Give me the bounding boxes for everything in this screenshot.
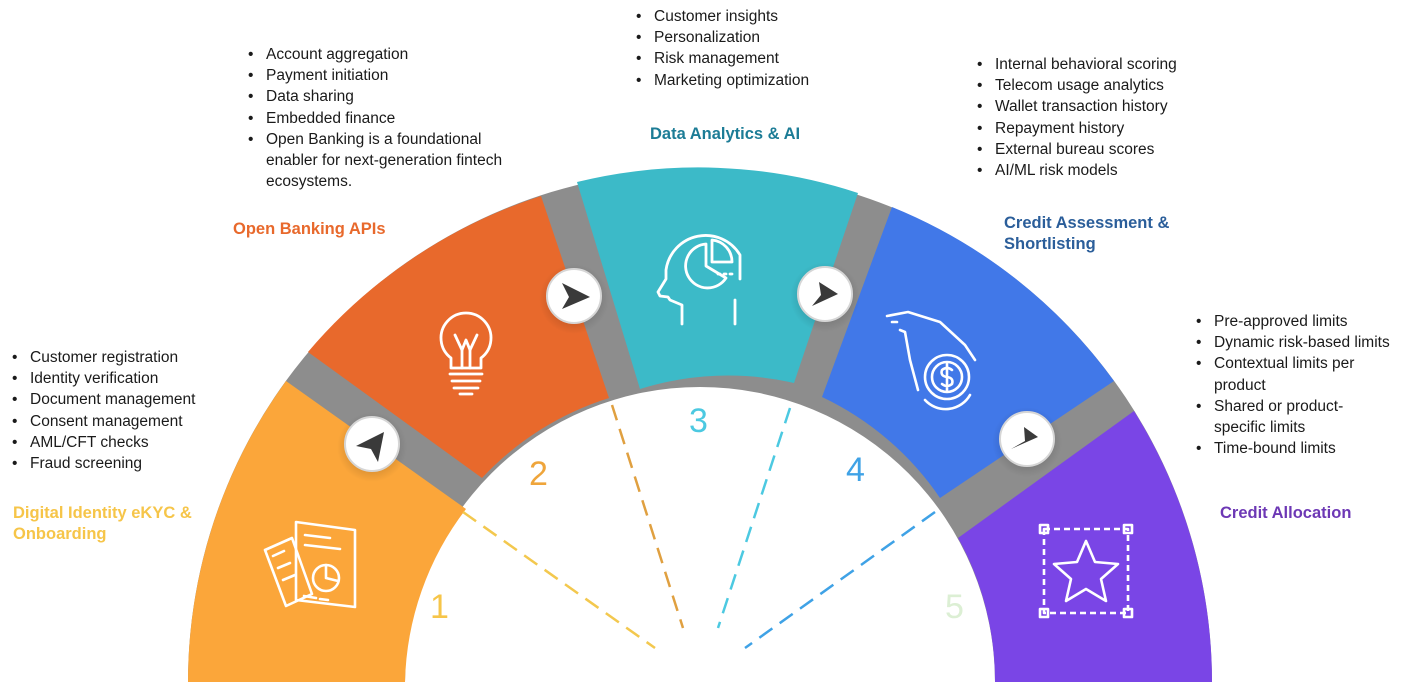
stage-1-title: Digital Identity eKYC & Onboarding [13, 504, 192, 543]
stage-2-title: Open Banking APIs [233, 220, 386, 238]
list-item: Identity verification [10, 368, 240, 389]
list-item: Time-bound limits [1194, 438, 1394, 459]
list-item: Telecom usage analytics [975, 75, 1225, 96]
stage-3-number: 3 [689, 402, 708, 440]
segment-3 [577, 167, 858, 389]
documents-chart-icon [263, 520, 357, 609]
connector-4-5 [992, 407, 1062, 477]
list-item: Shared or product-specific limits [1194, 396, 1394, 438]
list-item: Pre-approved limits [1194, 311, 1394, 332]
lightbulb-icon [439, 311, 493, 396]
stage-3-title: Data Analytics & AI [650, 125, 801, 143]
list-item: Repayment history [975, 118, 1225, 139]
list-item: AML/CFT checks [10, 432, 240, 453]
stage-4-items: Internal behavioral scoring Telecom usag… [975, 54, 1225, 181]
stage-4-title: Credit Assessment & Shortlisting [1004, 214, 1170, 253]
list-item: Open Banking is a foundational enabler f… [246, 129, 516, 193]
stage-4-number: 4 [846, 451, 865, 489]
stage-5-items: Pre-approved limits Dynamic risk-based l… [1194, 311, 1394, 460]
spoke-2 [610, 404, 685, 629]
stage-2-items: Account aggregation Payment initiation D… [246, 44, 516, 192]
stage-5-title: Credit Allocation [1220, 504, 1352, 522]
hand-coin-icon [885, 310, 977, 411]
head-analytics-icon [656, 234, 742, 326]
arrow-icon [356, 432, 384, 462]
spoke-4 [744, 510, 936, 650]
spoke-3 [716, 407, 792, 629]
connector-3-4 [790, 262, 860, 332]
list-item: Consent management [10, 411, 240, 432]
segment-2 [308, 196, 609, 478]
list-item: Wallet transaction history [975, 96, 1225, 117]
connector-1-2 [337, 412, 407, 482]
list-item: Risk management [634, 48, 864, 69]
connector-2-3 [539, 264, 609, 334]
list-item: AI/ML risk models [975, 160, 1225, 181]
list-item: Contextual limits per product [1194, 353, 1394, 395]
stage-1-number: 1 [430, 588, 449, 626]
stage-5-number: 5 [945, 588, 964, 626]
list-item: Dynamic risk-based limits [1194, 332, 1394, 353]
segment-1 [188, 381, 466, 682]
list-item: Customer registration [10, 347, 240, 368]
list-item: Marketing optimization [634, 70, 864, 91]
arrow-icon [1011, 427, 1038, 449]
list-item: Data sharing [246, 86, 516, 107]
list-item: Customer insights [634, 6, 864, 27]
list-item: Internal behavioral scoring [975, 54, 1225, 75]
star-frame-icon [1038, 523, 1134, 619]
list-item: External bureau scores [975, 139, 1225, 160]
list-item: Account aggregation [246, 44, 516, 65]
list-item: Embedded finance [246, 108, 516, 129]
arrow-icon [812, 282, 838, 306]
list-item: Fraud screening [10, 453, 240, 474]
list-item: Payment initiation [246, 65, 516, 86]
stage-1-items: Customer registration Identity verificat… [10, 347, 240, 474]
spoke-1 [462, 510, 656, 650]
stage-3-items: Customer insights Personalization Risk m… [634, 6, 864, 91]
list-item: Personalization [634, 27, 864, 48]
stage-2-number: 2 [529, 455, 548, 493]
arrow-icon [562, 283, 590, 309]
list-item: Document management [10, 389, 240, 410]
